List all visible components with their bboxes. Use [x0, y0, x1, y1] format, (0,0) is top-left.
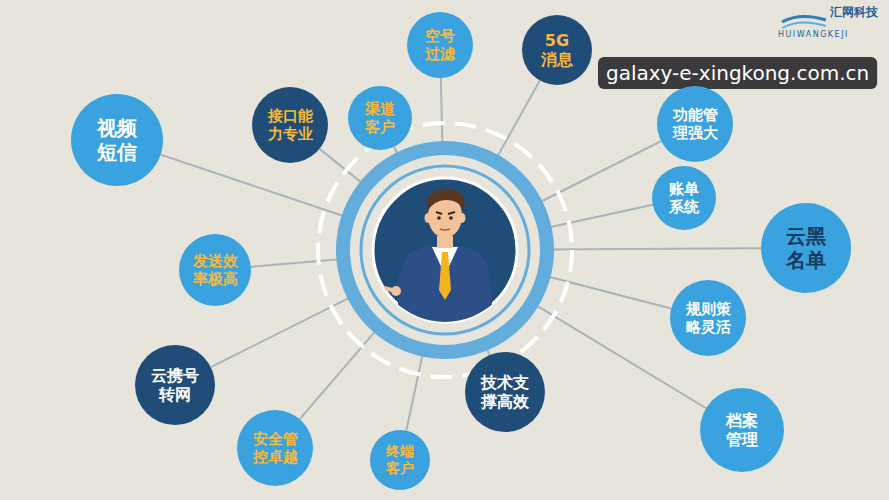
- topic-circle: 云携号 转网: [135, 345, 215, 425]
- topic-text: 5G 消息: [541, 31, 573, 69]
- logo-text: 汇网科技: [830, 4, 878, 21]
- circle-fill: [370, 430, 430, 490]
- circle-fill: [465, 352, 545, 432]
- topic-text: 视频 短信: [97, 116, 137, 164]
- leader-line: [542, 275, 671, 308]
- businessman-figure: [384, 189, 495, 330]
- topic-text: 云携号 转网: [151, 366, 199, 404]
- topic-text: 安全管 控卓越: [253, 430, 298, 466]
- topic-circle: 发送效 率极高: [179, 234, 251, 306]
- topic-circle: 视频 短信: [71, 94, 163, 186]
- leader-line: [251, 259, 346, 267]
- leader-lines: [161, 78, 761, 431]
- topic-circle: 空号 过滤: [407, 12, 473, 78]
- topic-circle: 账单 系统: [652, 166, 716, 230]
- topic-text: 档案 管理: [726, 411, 758, 449]
- circle-fill: [135, 345, 215, 425]
- circle-fill: [348, 86, 412, 150]
- leader-line: [320, 149, 368, 187]
- logo-text: HUIWANGKEJI: [778, 30, 849, 39]
- leader-line: [406, 348, 424, 431]
- circle-fill: [657, 86, 733, 162]
- dashed-ring: [318, 123, 572, 377]
- circle-fill: [522, 15, 592, 85]
- outer-ring: [343, 148, 547, 352]
- circle-fill: [252, 87, 328, 163]
- circle-fill: [179, 234, 251, 306]
- topic-circle: 5G 消息: [522, 15, 592, 85]
- circle-fill: [761, 203, 851, 293]
- topic-text: 规则策 略灵活: [686, 300, 731, 336]
- topic-circle: 规则策 略灵活: [670, 280, 746, 356]
- topic-text: 空号 过滤: [425, 27, 455, 63]
- topic-circle: 安全管 控卓越: [237, 410, 313, 486]
- topic-circle: 接口能 力专业: [252, 87, 328, 163]
- topic-circle: 档案 管理: [700, 388, 784, 472]
- leader-line: [534, 141, 661, 205]
- watermark: galaxy-e-xingkong.com.cn: [606, 61, 869, 85]
- leader-line: [545, 248, 761, 249]
- topic-text: 功能管 理强大: [673, 106, 718, 142]
- watermark-box: [598, 57, 877, 89]
- circle-fill: [407, 12, 473, 78]
- topic-text: 接口能 力专业: [268, 107, 313, 143]
- topic-text: 发送效 率极高: [193, 252, 238, 288]
- topic-circle: 功能管 理强大: [657, 86, 733, 162]
- topic-text: 技术支 撑高效: [481, 373, 529, 411]
- leader-line: [211, 295, 356, 367]
- circle-fill: [71, 94, 163, 186]
- leader-line: [300, 326, 380, 419]
- inner-ring: [361, 166, 529, 334]
- topic-circle: 技术支 撑高效: [465, 352, 545, 432]
- circle-fill: [652, 166, 716, 230]
- leader-line: [161, 155, 351, 219]
- topic-circle: 终端 客户: [370, 430, 430, 490]
- topic-circle: 渠道 客户: [348, 86, 412, 150]
- topic-circle: 云黑 名单: [761, 203, 851, 293]
- circle-fill: [237, 410, 313, 486]
- logo-waves: [782, 16, 826, 28]
- topic-text: 云黑 名单: [786, 224, 826, 272]
- topic-text: 账单 系统: [669, 180, 699, 216]
- leader-line: [441, 78, 443, 150]
- topic-text: 终端 客户: [386, 443, 414, 477]
- topic-text: 渠道 客户: [365, 100, 395, 136]
- leader-line: [494, 81, 540, 163]
- circle-fill: [700, 388, 784, 472]
- circle-fill: [670, 280, 746, 356]
- leader-line: [543, 205, 653, 229]
